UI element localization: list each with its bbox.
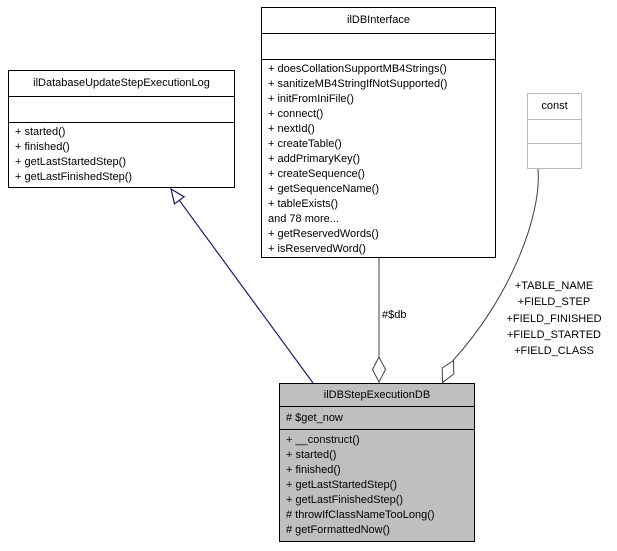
class-title: const — [528, 94, 581, 120]
class-node-ildatabaseupdatestepexecutionlog[interactable]: ilDatabaseUpdateStepExecutionLog + start… — [8, 70, 235, 188]
open-diamond — [441, 359, 455, 384]
class-node-ildbinterface[interactable]: ilDBInterface + doesCollationSupportMB4S… — [261, 7, 496, 258]
edge-label-db-member: #$db — [382, 309, 407, 321]
attributes-section-empty — [9, 97, 234, 123]
hollow-triangle-arrowhead — [170, 187, 186, 205]
methods-section-empty — [528, 144, 581, 167]
open-diamond — [371, 355, 387, 384]
inheritance-edge — [170, 187, 314, 384]
class-node-ildbstepexecutiondb[interactable]: ilDBStepExecutionDB # $get_now + __const… — [279, 383, 475, 542]
class-node-const: const — [527, 93, 582, 169]
db-aggregation-edge — [371, 258, 387, 384]
attributes-list: # $get_now — [280, 407, 474, 430]
const-aggregation-edge — [441, 168, 539, 384]
attributes-section-empty — [528, 120, 581, 144]
edge-label-const-members: +TABLE_NAME +FIELD_STEP +FIELD_FINISHED … — [506, 280, 602, 358]
class-title: ilDBStepExecutionDB — [280, 384, 474, 407]
class-title: ilDBInterface — [262, 8, 495, 34]
class-title: ilDatabaseUpdateStepExecutionLog — [9, 71, 234, 97]
attributes-section-empty — [262, 34, 495, 60]
methods-list: + doesCollationSupportMB4Strings() + san… — [268, 63, 448, 255]
methods-list: + __construct() + started() + finished()… — [286, 434, 435, 536]
methods-list: + started() + finished() + getLastStarte… — [15, 126, 133, 183]
